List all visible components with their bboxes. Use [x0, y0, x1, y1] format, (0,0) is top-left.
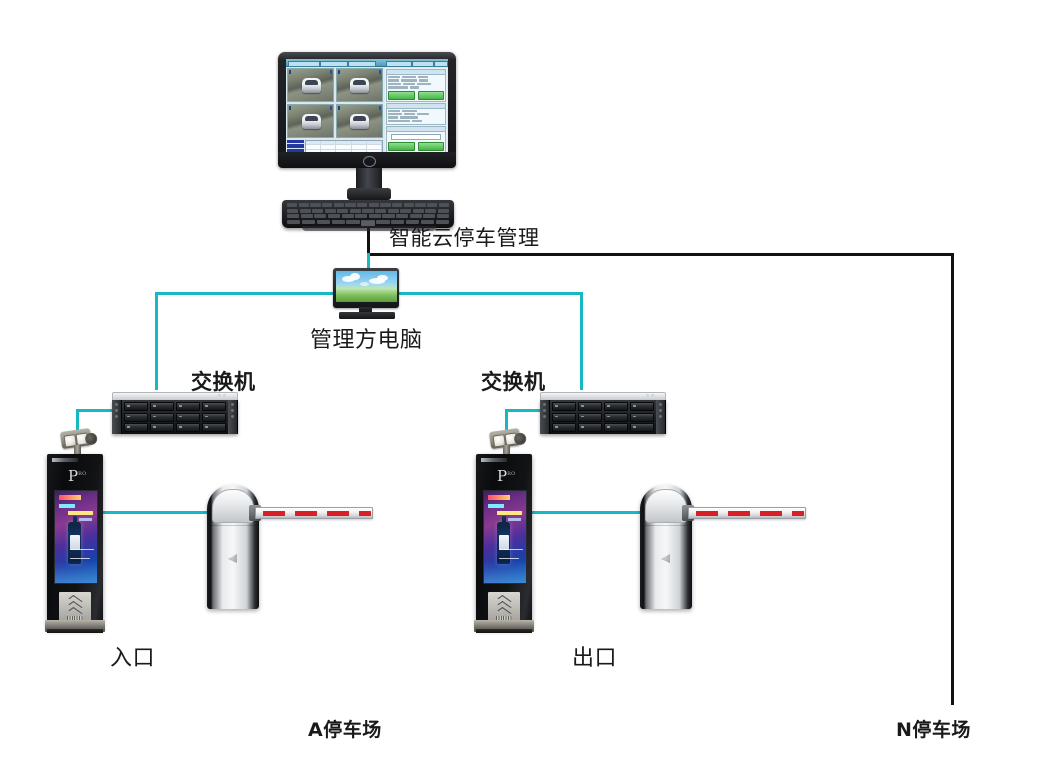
rack-ear-left — [540, 400, 550, 434]
camera-view — [335, 68, 383, 102]
link-exit-kiosk-to-barrier — [530, 511, 645, 514]
management-pc — [333, 268, 405, 320]
link-switch-right-to-exit-kiosk — [505, 409, 553, 412]
parking-p-icon: PRO — [497, 467, 516, 485]
entry-barrier-gate — [199, 485, 374, 620]
kiosk-body: PRO — [476, 454, 532, 629]
cloud-system-title: 智能云停车管理 — [389, 226, 540, 250]
monitor-base — [347, 188, 391, 200]
record-table — [287, 139, 383, 154]
kiosk-base — [474, 620, 534, 633]
management-pc-label: 管理方电脑 — [310, 328, 423, 353]
keyboard-shadow — [302, 226, 436, 231]
barrier-cabinet-top — [212, 489, 254, 523]
entry-kiosk: PRO — [45, 424, 107, 639]
link-switch-left-to-entry-kiosk — [76, 409, 122, 412]
kiosk-keypad-panel[interactable] — [488, 592, 520, 625]
barrier-seam — [211, 525, 255, 526]
barrier-boom-arm — [255, 507, 373, 519]
mgmt-keyboard[interactable] — [339, 312, 395, 319]
lot-a-label: A停车场 — [308, 719, 382, 741]
remark-panel — [386, 126, 446, 153]
kiosk-base — [45, 620, 105, 633]
barrier-boom-arm — [688, 507, 806, 519]
camera-view — [335, 103, 383, 138]
lot-n-label: N停车场 — [896, 719, 971, 741]
switch-left-label: 交换机 — [191, 370, 256, 394]
detail-panel — [385, 68, 447, 153]
barrier-seam — [644, 525, 688, 526]
lpr-camera-icon — [486, 424, 528, 458]
monitor-screen — [286, 59, 448, 153]
trunk-drop-from-server — [367, 222, 370, 256]
entry-actions — [388, 90, 444, 100]
switch-front-panel — [112, 400, 238, 434]
action-button[interactable] — [388, 90, 415, 100]
exit-info-panel — [386, 102, 446, 126]
ad-product-image — [497, 516, 510, 564]
trunk-drop-to-lot-n — [951, 253, 954, 705]
table-side-buttons — [287, 139, 304, 154]
link-exit-kiosk-riser — [505, 409, 508, 441]
camera-panel — [287, 68, 383, 154]
switch-right-label: 交换机 — [481, 370, 546, 394]
switch-status-leds-icon — [218, 394, 226, 397]
keyboard[interactable] — [282, 200, 454, 228]
barrier-cabinet-top — [645, 489, 687, 523]
mgmt-monitor-screen — [335, 270, 397, 302]
action-button[interactable] — [417, 142, 444, 152]
camera-view — [287, 68, 335, 102]
switch-drive-bays — [122, 400, 228, 434]
exit-barrier-gate — [632, 485, 807, 620]
link-entry-kiosk-riser — [76, 409, 79, 441]
entry-info-panel — [386, 69, 446, 102]
link-entry-kiosk-to-barrier — [100, 511, 212, 514]
kiosk-brand-icon — [52, 458, 78, 462]
switch-right — [540, 392, 666, 438]
monitor-bezel — [278, 52, 456, 168]
parking-software-ui — [286, 59, 448, 153]
kiosk-body: PRO — [47, 454, 103, 629]
action-button[interactable] — [417, 90, 444, 100]
rack-ear-left — [112, 400, 122, 434]
camera-lens-icon — [84, 432, 98, 446]
mgmt-monitor-stand — [359, 307, 372, 312]
link-bus-to-switch-left — [155, 292, 158, 390]
camera-lens-icon — [513, 432, 527, 446]
entrance-label: 入口 — [110, 646, 156, 671]
kiosk-brand-icon — [481, 458, 507, 462]
ad-product-image — [68, 516, 81, 564]
speaker-grille-icon — [496, 616, 512, 622]
table-body — [305, 139, 383, 153]
speaker-grille-icon — [67, 616, 83, 622]
barrier-logo-icon — [228, 554, 237, 563]
link-bus-to-switch-right — [580, 292, 583, 390]
lpr-camera-icon — [57, 424, 99, 458]
barrier-logo-icon — [661, 554, 670, 563]
brand-logo-icon — [363, 156, 376, 167]
camera-grid — [287, 68, 383, 138]
exit-actions — [388, 142, 444, 152]
switch-status-leds-icon — [646, 394, 654, 397]
kiosk-ad-display — [483, 490, 527, 584]
remark-input[interactable] — [391, 134, 441, 141]
switch-left — [112, 392, 238, 438]
exit-kiosk: PRO — [474, 424, 536, 639]
kiosk-ad-display — [54, 490, 98, 584]
switch-front-panel — [540, 400, 666, 434]
trunk-horizontal — [367, 253, 954, 256]
software-titlebar — [286, 59, 448, 67]
mgmt-monitor-bezel — [333, 268, 399, 308]
switch-drive-bays — [550, 400, 656, 434]
keyboard-badge-icon — [361, 221, 375, 226]
action-button[interactable] — [388, 142, 415, 152]
cloud-server-monitor — [276, 52, 462, 231]
exit-label: 出口 — [572, 646, 618, 671]
rack-ear-right — [656, 400, 666, 434]
camera-view — [287, 103, 335, 138]
kiosk-keypad-panel[interactable] — [59, 592, 91, 625]
parking-p-icon: PRO — [68, 467, 87, 485]
rack-ear-right — [228, 400, 238, 434]
